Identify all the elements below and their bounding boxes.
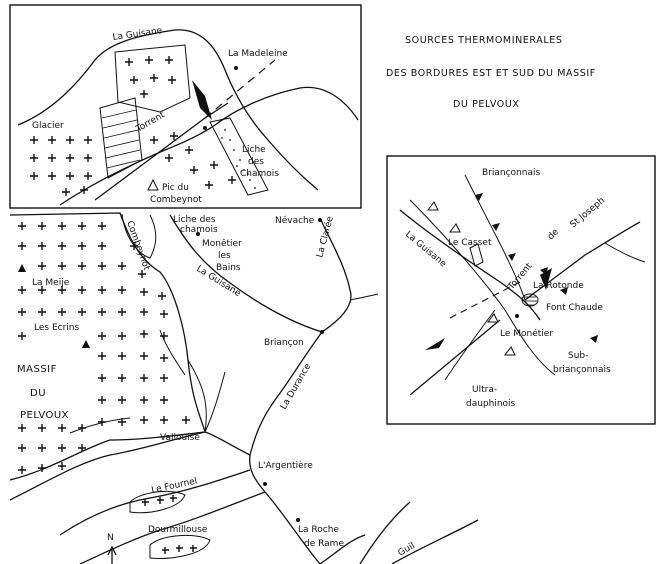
briancon-point — [320, 330, 324, 334]
granite-crosses-main — [18, 222, 197, 554]
inset-top-frame — [9, 4, 362, 209]
arrow-head-icon — [425, 338, 445, 350]
hatched-block — [99, 97, 143, 179]
river-guisane — [169, 214, 323, 333]
inset-fault-dashed — [449, 281, 521, 319]
river-tributary-1 — [204, 371, 226, 433]
label-combeynot-main: Combeynot — [124, 220, 151, 273]
label-roche-2: de Rame — [304, 539, 344, 549]
dotted-band — [209, 117, 269, 196]
claree-east — [349, 293, 379, 301]
river-fournel — [59, 469, 251, 536]
label-monetier-main-1: Monêtier — [202, 238, 242, 249]
black-triangles — [540, 267, 598, 343]
label-massif: MASSIF — [17, 364, 57, 375]
label-sub-1: Sub- — [568, 351, 588, 361]
label-du: DU — [30, 388, 46, 399]
massif-boundary — [9, 212, 206, 481]
monetier-point — [515, 314, 519, 318]
label-ultra-2: dauphinois — [466, 399, 516, 409]
label-casset: Le Casset — [448, 238, 492, 248]
label-briancon: Briançon — [264, 338, 304, 348]
fournel-pod — [129, 491, 186, 514]
label-liche-main-1: Liche des — [173, 215, 216, 225]
title-line-3: DU PELVOUX — [453, 99, 520, 110]
liche-point — [203, 126, 207, 130]
label-liche-1: Liche — [242, 145, 266, 155]
label-liche-main-2: chamois — [180, 225, 218, 235]
river-guil-1 — [359, 501, 411, 564]
black-lens-right — [540, 268, 552, 290]
small-stream-2 — [69, 417, 131, 434]
label-monetier-main-3: Bains — [216, 263, 241, 273]
river-claree — [319, 217, 352, 333]
thrust-subbrianconnais — [409, 199, 556, 376]
ultra-line — [444, 309, 496, 381]
label-glacier: Glacier — [32, 121, 64, 131]
thrust-brianconnais — [464, 174, 526, 301]
label-vallouise: Vallouise — [160, 433, 200, 443]
inset-top-left: La Guisane La Madeleine Glacier Torrent … — [9, 4, 362, 209]
label-dourmillouse: Dourmillouse — [148, 525, 208, 535]
label-fontchaude: Font Chaude — [546, 303, 603, 313]
inset-torrent-st-joseph — [524, 221, 641, 301]
inset-tributary — [604, 242, 646, 263]
river-guil-2 — [391, 519, 479, 564]
label-pelvoux: PELVOUX — [20, 410, 69, 421]
label-monetier-main-2: les — [218, 251, 231, 261]
river-vallouise — [9, 431, 206, 501]
title-line-2: DES BORDURES EST ET SUD DU MASSIF — [386, 68, 596, 79]
label-meije: La Meije — [32, 278, 70, 288]
label-ecrins: Les Ecrins — [34, 323, 79, 333]
inset-right: Briançonnais Torrent de St Joseph Le Cas… — [386, 155, 656, 425]
label-pic-2: Combeynot — [150, 195, 202, 205]
combeynot-lobe — [121, 213, 157, 259]
monetier-point-main — [196, 232, 200, 236]
thrust-teeth-2 — [427, 201, 516, 356]
inset-fault-arrow — [409, 319, 501, 396]
pic-summit-icon — [147, 178, 159, 191]
granite-crosses-inset — [30, 56, 236, 196]
thrust-teeth-1 — [475, 193, 516, 261]
title-line-1: SOURCES THERMOMINERALES — [405, 35, 562, 46]
meije-summit-icon — [18, 264, 26, 272]
label-madeleine: La Madeleine — [228, 49, 288, 59]
label-north: N — [107, 533, 114, 543]
black-lens — [192, 80, 212, 120]
river-gyronde — [204, 431, 251, 456]
label-rotonde: La Rotonde — [533, 281, 584, 291]
river-roche — [319, 534, 366, 564]
dourmillouse-pod — [149, 535, 211, 559]
madeleine-point — [234, 66, 238, 70]
label-ultra-1: Ultra- — [472, 385, 497, 395]
ecrins-summit-icon — [82, 340, 90, 348]
fault-dashed — [204, 59, 276, 119]
label-liche-3: Chamois — [240, 169, 279, 179]
label-claree: La Clarée — [314, 215, 336, 259]
figure-title: SOURCES THERMOMINERALES DES BORDURES EST… — [386, 35, 596, 110]
main-map: N Liche des chamois Névache La Clarée Co… — [9, 212, 479, 564]
casset-hatch — [469, 243, 484, 267]
river-lower — [79, 491, 266, 564]
roche-point — [296, 518, 300, 522]
granite-block — [114, 44, 191, 113]
label-liche-2: des — [248, 157, 264, 167]
river-tributary-2 — [187, 359, 207, 433]
nevache-point — [318, 218, 322, 222]
fontchaude-hatch — [521, 293, 539, 307]
valley-outline — [17, 29, 319, 191]
label-pic-1: Pic du — [162, 183, 189, 193]
small-stream — [159, 329, 186, 376]
valley-lower — [59, 86, 359, 206]
label-roche-1: La Roche — [298, 525, 339, 535]
label-sub-2: briançonnais — [553, 365, 611, 375]
label-monetier-right: Le Monétier — [500, 328, 553, 339]
north-arrow: N — [107, 533, 117, 564]
label-brianconnais: Briançonnais — [482, 168, 540, 178]
label-nevache: Névache — [275, 215, 315, 226]
label-argentiere: L'Argentière — [258, 460, 313, 471]
argentiere-point — [263, 482, 267, 486]
